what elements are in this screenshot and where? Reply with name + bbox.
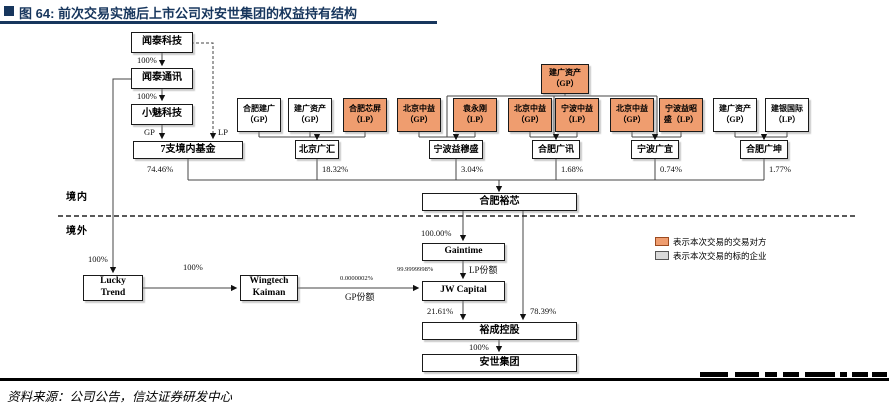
- node-line2: 盛（LP）: [663, 115, 699, 124]
- node-wingtech-comm: 闻泰通讯: [131, 68, 193, 89]
- node-beijing-zhongyi-gp-1: 北京中益（GP）: [397, 98, 441, 132]
- node-line1: 北京中益: [403, 104, 435, 114]
- clipped-text-fragment: [805, 372, 835, 377]
- node-7-domestic-funds: 7支境内基金: [133, 141, 243, 159]
- lp-share-label: LP份额: [469, 265, 498, 275]
- node-jianyin-intl-lp: 建银国际（LP）: [765, 98, 809, 132]
- node-jw-capital: JW Capital: [422, 281, 505, 301]
- clipped-text-fragment: [840, 372, 847, 377]
- node-line2: （GP）: [721, 115, 749, 124]
- clipped-text-fragment: [872, 372, 887, 377]
- pct-label: 100%: [137, 91, 157, 101]
- legend-swatch-counterparty: [655, 237, 669, 246]
- pct-label: 99.9999998%: [397, 266, 434, 273]
- node-line1: 宁波中益: [561, 104, 593, 114]
- footer-divider: [0, 378, 889, 381]
- pct-label: 74.46%: [147, 164, 174, 174]
- node-jianguang-capital-gp-right: 建广资产（GP）: [713, 98, 757, 132]
- node-ningbo-zhongyi-lp: 宁波中益（LP）: [555, 98, 599, 132]
- pct-label: 100.00%: [421, 228, 452, 238]
- node-hefei-yuxin: 合肥裕芯: [422, 193, 577, 211]
- source-note: 资料来源：公司公告，信达证券研发中心: [7, 390, 233, 404]
- pct-label: 100%: [88, 254, 108, 264]
- node-jianguang-capital-top: 建广资产 （GP）: [541, 64, 589, 94]
- node-line1: 北京中益: [514, 104, 546, 114]
- pct-label: 78.39%: [530, 306, 557, 316]
- node-line2: （LP）: [461, 115, 489, 124]
- legend-swatch-target: [655, 251, 669, 260]
- node-line1: 宁波益昭: [665, 104, 697, 114]
- node-line2: （GP）: [516, 115, 544, 124]
- pct-label: 21.61%: [427, 306, 454, 316]
- node-line1: 建广资产: [549, 68, 581, 78]
- node-line1: 建广资产: [294, 104, 326, 114]
- clipped-text-fragment: [700, 372, 728, 377]
- node-ningbo-yizhaosheng-lp: 宁波益昭盛（LP）: [659, 98, 703, 132]
- gp-share-label: GP份额: [345, 292, 375, 302]
- node-yucheng-holding: 裕成控股: [422, 322, 577, 340]
- lp-label: LP: [218, 127, 228, 137]
- pct-label: 1.68%: [561, 164, 583, 174]
- node-line1: 建银国际: [771, 104, 803, 114]
- pct-label: 1.77%: [769, 164, 791, 174]
- legend-label-target: 表示本次交易的标的企业: [673, 251, 767, 261]
- node-ningbo-yimusheng: 宁波益穆盛: [429, 140, 483, 159]
- node-beijing-zhongyi-gp-3: 北京中益（GP）: [610, 98, 654, 132]
- clipped-text-fragment: [783, 372, 799, 377]
- node-line2: Kaiman: [252, 288, 286, 298]
- legend-label-counterparty: 表示本次交易的交易对方: [673, 237, 767, 247]
- node-line2: （LP）: [773, 115, 801, 124]
- node-yuan-yonggang-lp: 袁永刚（LP）: [453, 98, 497, 132]
- node-line1: Wingtech: [249, 276, 289, 287]
- node-line2: （LP）: [563, 115, 591, 124]
- node-line2: （GP）: [245, 115, 273, 124]
- region-overseas-label: 境外: [66, 226, 88, 237]
- clipped-text-fragment: [765, 372, 777, 377]
- title-bullet-square: [4, 6, 14, 16]
- node-line2: （GP）: [551, 79, 579, 88]
- node-line2: （GP）: [405, 115, 433, 124]
- node-line2: （GP）: [296, 115, 324, 124]
- pct-label: 100%: [469, 342, 489, 352]
- pct-label: 18.32%: [322, 164, 349, 174]
- pct-label: 100%: [137, 55, 157, 65]
- pct-label: 0.74%: [660, 164, 682, 174]
- node-nexperia-group: 安世集团: [422, 354, 577, 372]
- node-line1: 袁永刚: [463, 104, 487, 114]
- node-line2: Trend: [100, 288, 126, 298]
- node-wingtech-tech: 闻泰科技: [131, 32, 193, 53]
- title-underline: [0, 21, 437, 24]
- gp-label: GP: [144, 127, 155, 137]
- node-beijing-guanghui: 北京广汇: [295, 140, 339, 159]
- clipped-text-fragment: [735, 372, 759, 377]
- figure-title: 图 64: 前次交易实施后上市公司对安世集团的权益持有结构: [19, 6, 358, 21]
- pct-label: 3.04%: [461, 164, 483, 174]
- node-line2: （LP）: [351, 115, 379, 124]
- node-line1: 建广资产: [719, 104, 751, 114]
- node-hefei-xinping-lp: 合肥芯屏（LP）: [343, 98, 387, 132]
- node-ningbo-guangyi: 宁波广宜: [631, 140, 679, 159]
- region-domestic-label: 境内: [66, 192, 88, 203]
- node-line1: 合肥建广: [243, 104, 275, 114]
- node-jianguang-capital-gp: 建广资产（GP）: [288, 98, 332, 132]
- node-line2: （GP）: [618, 115, 646, 124]
- node-hefei-guangkun: 合肥广坤: [740, 140, 788, 159]
- node-gaintime: Gaintime: [422, 243, 505, 261]
- node-line1: 北京中益: [616, 104, 648, 114]
- node-beijing-zhongyi-gp-2: 北京中益（GP）: [508, 98, 552, 132]
- pct-label: 100%: [183, 262, 203, 272]
- node-xiaomei-tech: 小魅科技: [131, 104, 193, 125]
- node-line1: Lucky: [100, 276, 126, 287]
- pct-label: 0.0000002%: [340, 275, 374, 282]
- node-line1: 合肥芯屏: [349, 104, 381, 114]
- node-hefei-jianguang-gp: 合肥建广（GP）: [237, 98, 281, 132]
- node-hefei-guangxun: 合肥广讯: [532, 140, 580, 159]
- clipped-text-fragment: [852, 372, 868, 377]
